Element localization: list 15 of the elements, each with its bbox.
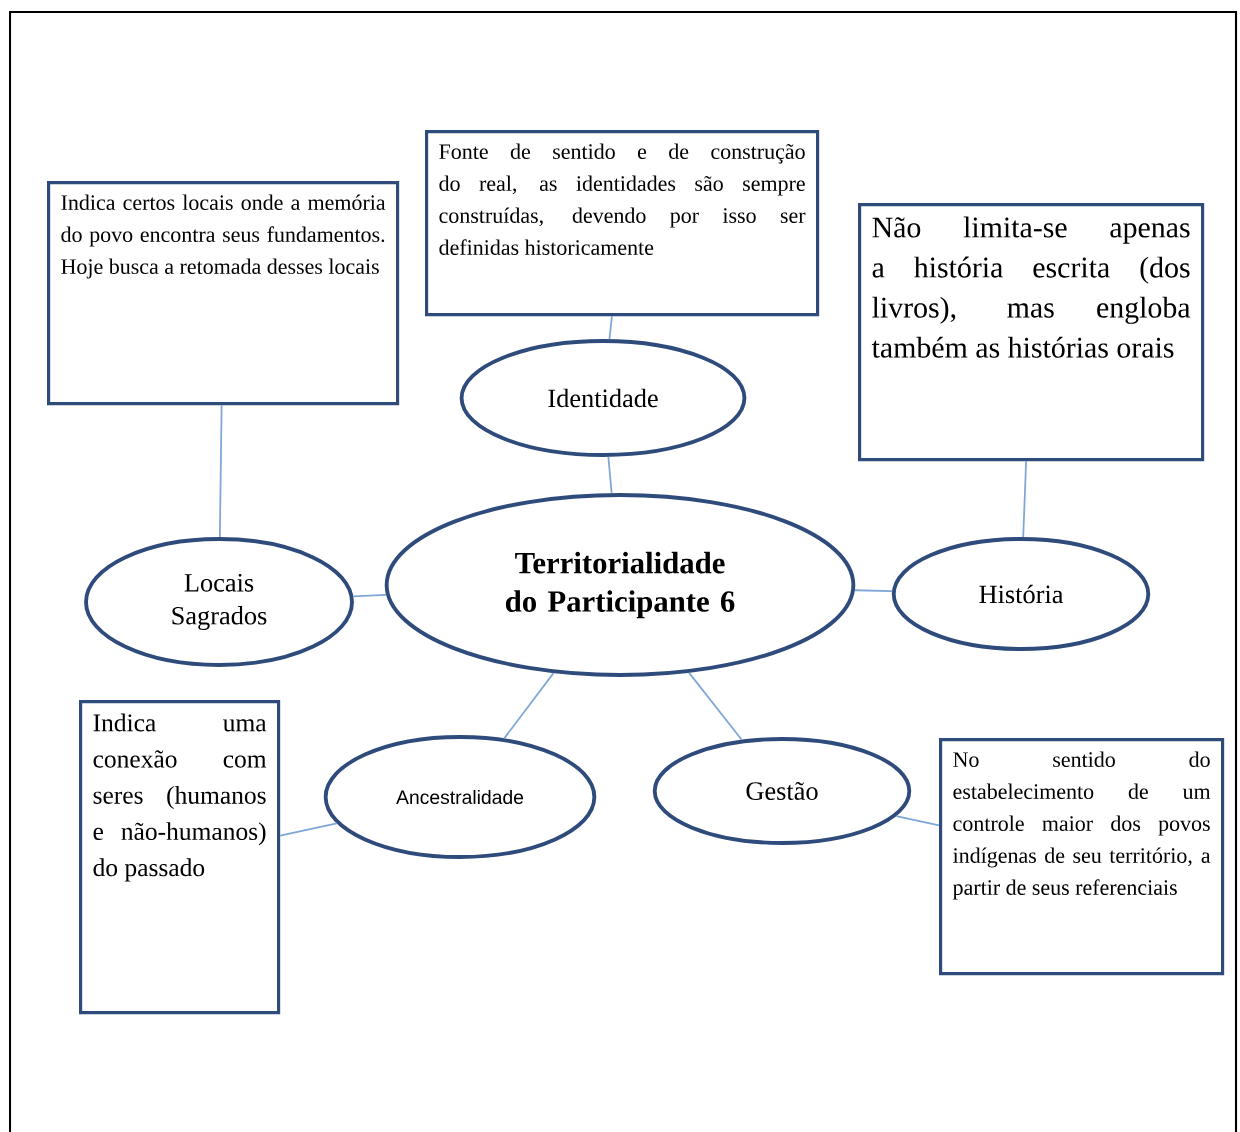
connector-line <box>219 404 223 538</box>
connector-line <box>279 822 338 837</box>
note-box: No sentido do estabelecimento de um controle maior dos povos indígenas de seu território, a partir de seus referenciais <box>939 738 1225 976</box>
note-box: Indica certos locais onde a memória do povo encontra seus fundamentos. Hoje busca a retomada desses locais <box>47 181 400 406</box>
note-box: Não limita-se apenas a história escrita (dos livros), mas engloba também as histórias orais <box>858 203 1205 462</box>
connector-line <box>688 672 743 741</box>
connector-line <box>352 594 387 598</box>
connector-line <box>607 456 613 494</box>
connector-line <box>1022 460 1027 538</box>
note-box: Indica uma conexão com seres (humanos e não-humanos) do passado <box>79 700 281 1015</box>
connector-line <box>503 672 555 740</box>
connector-line <box>895 815 940 827</box>
note-box: Fonte de sentido e de construção do real, as identidades são sempre construídas, devendo por isso ser definidas historicamente <box>425 130 820 317</box>
connector-line <box>854 589 893 592</box>
connector-line <box>608 315 613 340</box>
